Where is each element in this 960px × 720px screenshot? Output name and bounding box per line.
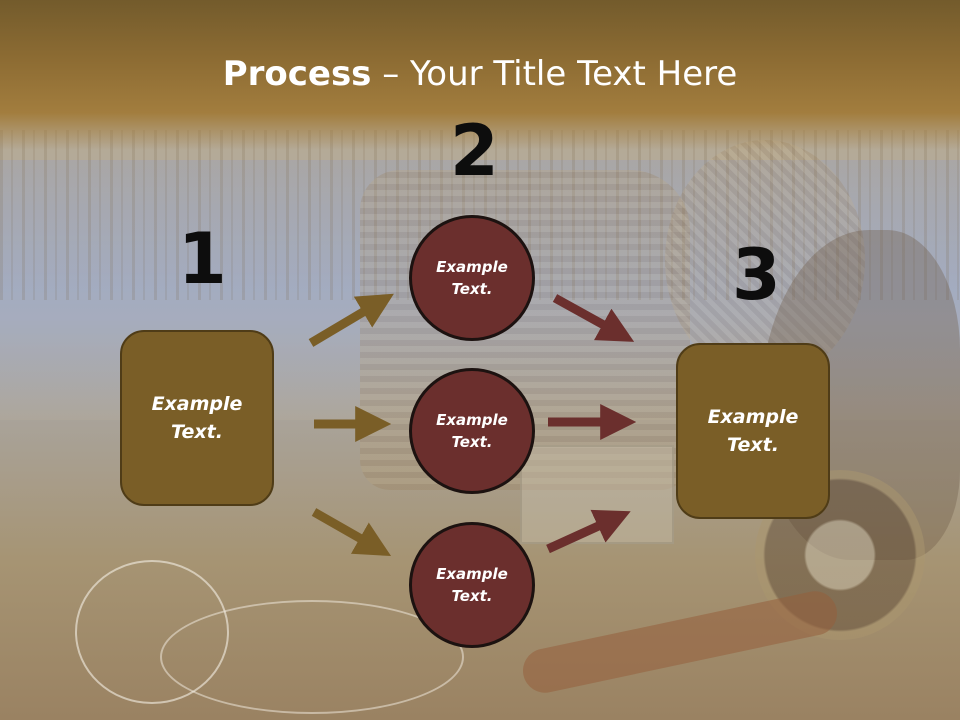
step-number-3: 3 (732, 234, 781, 316)
circle-bottom-line-1: Example (436, 564, 508, 583)
slide-title[interactable]: Process – Your Title Text Here (0, 54, 960, 94)
wicker-lid (665, 140, 865, 380)
circle-bottom-line-2: Text. (451, 587, 493, 605)
circle-top-line-1: Example (436, 257, 508, 276)
arrow-left-down (311, 508, 392, 557)
arrow-right-up (546, 509, 631, 554)
left-box-line-2: Text. (171, 421, 223, 443)
title-bold: Process (222, 54, 372, 94)
circle-middle-line-2: Text. (451, 433, 493, 451)
arrow-right-down (552, 294, 635, 342)
circle-middle-line-1: Example (436, 410, 508, 429)
right-box-line-1: Example (707, 405, 799, 428)
fishing-line-loop (160, 600, 464, 714)
title-rest: – Your Title Text Here (371, 54, 738, 94)
right-box-line-2: Text. (727, 434, 779, 456)
arrow-left-up (308, 293, 394, 347)
step-number-2: 2 (450, 110, 499, 192)
step-number-1: 1 (178, 218, 227, 300)
title-band (0, 0, 960, 150)
circle-top-line-2: Text. (451, 280, 493, 298)
left-box-line-1: Example (151, 392, 243, 415)
